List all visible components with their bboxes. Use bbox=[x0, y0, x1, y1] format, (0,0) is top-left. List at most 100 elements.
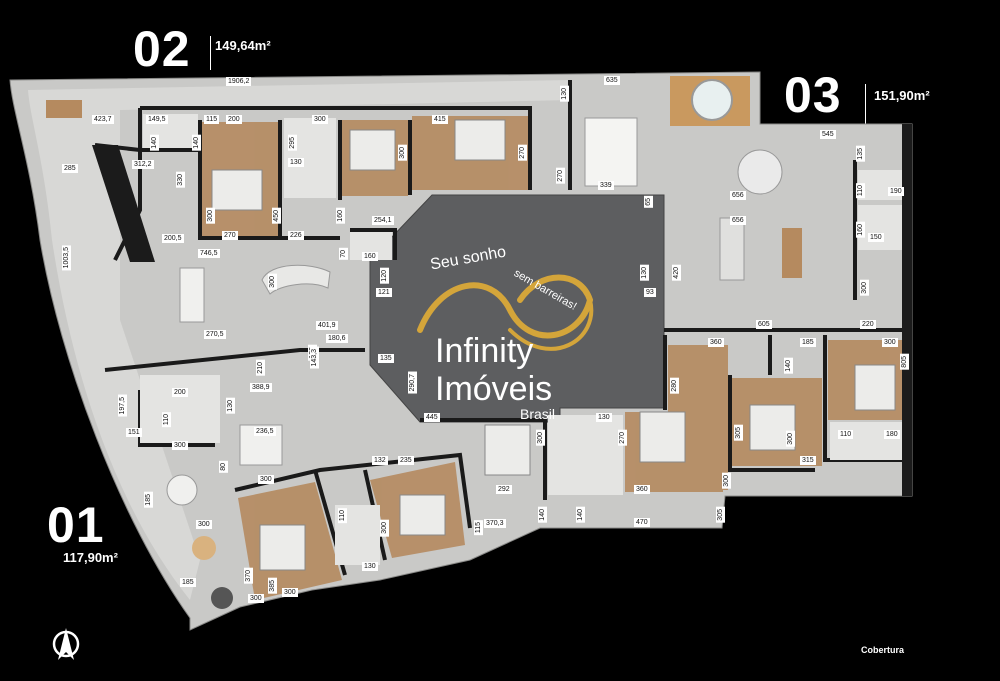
dimension-label: 285 bbox=[62, 164, 78, 173]
logo-word-brasil: Brasil bbox=[520, 406, 556, 422]
dimension-label: 180,6 bbox=[326, 334, 348, 343]
dimension-label: 280 bbox=[670, 378, 679, 394]
dimension-label: 339 bbox=[598, 181, 614, 190]
dimension-label: 292 bbox=[496, 485, 512, 494]
dimension-label: 300 bbox=[282, 588, 298, 597]
dining-table-03 bbox=[782, 228, 802, 278]
dimension-label: 370 bbox=[244, 568, 253, 584]
dimension-label: 135 bbox=[856, 146, 865, 162]
dimension-label: 445 bbox=[424, 413, 440, 422]
dimension-label: 151 bbox=[126, 428, 142, 437]
dimension-label: 300 bbox=[536, 430, 545, 446]
dimension-label: 140 bbox=[192, 135, 201, 151]
dimension-label: 185 bbox=[180, 578, 196, 587]
unit-number-03: 03 bbox=[784, 67, 842, 123]
dimension-label: 300 bbox=[722, 473, 731, 489]
dining-table-02 bbox=[179, 267, 205, 323]
dimension-label: 656 bbox=[730, 216, 746, 225]
elevator-core bbox=[369, 194, 665, 423]
dimension-label: 270 bbox=[618, 430, 627, 446]
floor-label: Cobertura bbox=[860, 645, 904, 655]
dimension-label: 470 bbox=[634, 518, 650, 527]
dimension-label: 200,5 bbox=[162, 234, 184, 243]
dimension-label: 270 bbox=[556, 168, 565, 184]
bathrooms bbox=[140, 114, 903, 565]
dimension-label: 805 bbox=[900, 354, 909, 370]
dimension-label: 635 bbox=[604, 76, 620, 85]
dimension-label: 140 bbox=[576, 507, 585, 523]
dimension-label: 160 bbox=[336, 208, 345, 224]
dimension-label: 235 bbox=[398, 456, 414, 465]
dimension-label: 110 bbox=[856, 183, 865, 199]
dimension-label: 423,7 bbox=[92, 115, 114, 124]
sofa-unit-03 bbox=[719, 217, 745, 281]
dimension-label: 93 bbox=[644, 288, 656, 297]
beds bbox=[211, 119, 896, 571]
dimension-label: 300 bbox=[172, 441, 188, 450]
outdoor-table-01 bbox=[166, 474, 198, 506]
unit-area-01: 117,90m² bbox=[63, 550, 118, 565]
dimension-label: 300 bbox=[380, 520, 389, 536]
logo-word-infinity: Infinity bbox=[435, 332, 534, 370]
dimension-label: 270 bbox=[222, 231, 238, 240]
dimension-label: 450 bbox=[272, 208, 281, 224]
dimension-label: 295 bbox=[288, 135, 297, 151]
dimension-label: 300 bbox=[312, 115, 328, 124]
dimension-label: 300 bbox=[398, 145, 407, 161]
dimension-label: 415 bbox=[432, 115, 448, 124]
dimension-label: 185 bbox=[800, 338, 816, 347]
logo-word-imoveis: Imóveis bbox=[435, 370, 553, 408]
dimension-label: 360 bbox=[634, 485, 650, 494]
dimension-label: 143,3 bbox=[310, 347, 319, 369]
unit-number-02: 02 bbox=[133, 21, 191, 77]
unit-number-01: 01 bbox=[47, 497, 105, 553]
dimension-label: 656 bbox=[730, 191, 746, 200]
north-compass-icon bbox=[52, 628, 80, 660]
dimension-label: 140 bbox=[150, 135, 159, 151]
dimension-label: 132 bbox=[372, 456, 388, 465]
jacuzzi bbox=[691, 79, 733, 121]
dimension-label: 300 bbox=[258, 475, 274, 484]
dimension-label: 130 bbox=[596, 413, 612, 422]
dimension-label: 420 bbox=[672, 265, 681, 281]
dimension-label: 150 bbox=[868, 233, 884, 242]
dimension-label: 305 bbox=[734, 425, 743, 441]
dimension-label: 130 bbox=[226, 398, 235, 414]
dimension-label: 110 bbox=[338, 508, 347, 524]
dimension-label: 545 bbox=[820, 130, 836, 139]
dimension-label: 190 bbox=[888, 187, 904, 196]
dimension-label: 121 bbox=[376, 288, 392, 297]
watermark-logo: Seu sonho sem barreiras! Infinity Imóvei… bbox=[400, 240, 620, 430]
unit-area-03: 151,90m² bbox=[874, 88, 930, 103]
dimension-label: 305 bbox=[716, 507, 725, 523]
unit-area-02: 149,64m² bbox=[215, 38, 271, 53]
dimension-label: 300 bbox=[882, 338, 898, 347]
dining-table-round bbox=[737, 149, 783, 195]
unit-divider-03 bbox=[865, 84, 866, 124]
dimension-label: 254,1 bbox=[372, 216, 394, 225]
dimension-label: 110 bbox=[838, 430, 854, 439]
dimension-label: 130 bbox=[560, 86, 569, 102]
dimension-label: 300 bbox=[860, 280, 869, 296]
dimension-label: 115 bbox=[204, 115, 220, 124]
infinity-swoosh-icon bbox=[417, 274, 594, 351]
dimension-label: 115 bbox=[474, 520, 483, 536]
dimension-label: 135 bbox=[378, 354, 394, 363]
balcony-chair bbox=[211, 587, 233, 609]
unit-divider-02 bbox=[210, 36, 211, 70]
dimension-label: 160 bbox=[362, 252, 378, 261]
dimension-label: 140 bbox=[784, 358, 793, 374]
dimension-label: 220 bbox=[860, 320, 876, 329]
dimension-label: 130 bbox=[362, 562, 378, 571]
dimension-label: 300 bbox=[268, 274, 277, 290]
dimension-label: 236,5 bbox=[254, 427, 276, 436]
dimension-label: 300 bbox=[786, 431, 795, 447]
dimension-label: 65 bbox=[644, 196, 653, 208]
dimension-label: 330 bbox=[176, 172, 185, 188]
dimension-label: 200 bbox=[226, 115, 242, 124]
dimension-label: 300 bbox=[248, 594, 264, 603]
dimension-label: 370,3 bbox=[484, 519, 506, 528]
dimension-label: 226 bbox=[288, 231, 304, 240]
dimension-label: 312,2 bbox=[132, 160, 154, 169]
